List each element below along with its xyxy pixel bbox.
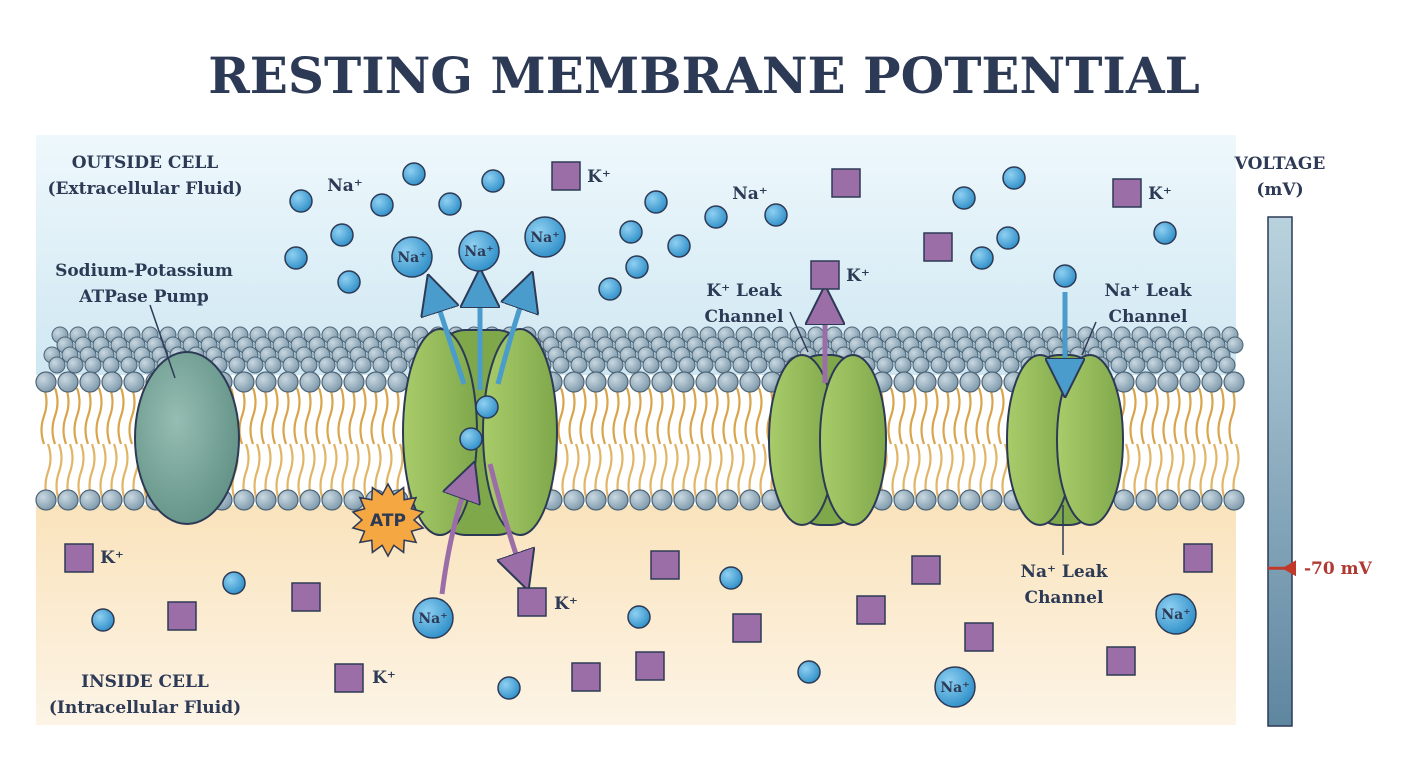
k-text-label-4: K⁺ [100, 548, 124, 568]
k-leak-leader [789, 311, 809, 353]
atp-label: ATP [370, 511, 406, 531]
na-text-label-1: Na⁺ [327, 176, 363, 196]
labeled-sodium-ions: Na⁺ Na⁺ Na⁺ Na⁺ Na⁺ Na⁺ [391, 216, 1197, 708]
sodium-ion-9 [644, 190, 668, 214]
potassium-ion-3 [1112, 178, 1142, 208]
inside-cell-sublabel: (Intracellular Fluid) [49, 698, 241, 718]
sodium-ion-15 [598, 277, 622, 301]
k-text-label-1: K⁺ [587, 167, 611, 187]
na-leak-top-leader [1081, 321, 1097, 356]
pump-protein-body [134, 351, 240, 525]
sodium-ion-24 [627, 605, 651, 629]
sodium-ion-11 [764, 203, 788, 227]
labeled-sodium-ion-text-6: Na⁺ [1161, 607, 1190, 623]
sodium-ion-26 [797, 660, 821, 684]
labeled-sodium-ion-3 [524, 216, 566, 258]
labeled-sodium-ion-text-5: Na⁺ [940, 680, 969, 696]
sodium-ion-25 [719, 566, 743, 590]
potassium-ion-4 [923, 232, 953, 262]
sodium-ion-2 [370, 193, 394, 217]
sodium-ion-16 [952, 186, 976, 210]
potassium-ion-13 [571, 662, 601, 692]
sodium-ion-4 [438, 192, 462, 216]
sodium-ion-21 [1053, 264, 1077, 288]
voltage-marker [1268, 560, 1296, 577]
k-text-label-6: K⁺ [372, 668, 396, 688]
labeled-sodium-ion-text-2: Na⁺ [464, 244, 493, 260]
inside-cell-label: INSIDE CELL [81, 672, 209, 692]
atp-starburst: ATP [351, 482, 425, 558]
potassium-ion-5 [810, 260, 840, 290]
na-text-label-2: Na⁺ [732, 184, 768, 204]
labeled-sodium-ion-text-1: Na⁺ [397, 250, 426, 266]
sodium-ion-7 [284, 246, 308, 270]
sodium-ion-17 [1002, 166, 1026, 190]
outside-cell-sublabel: (Extracellular Fluid) [47, 179, 242, 199]
voltage-label: VOLTAGE [1234, 154, 1326, 174]
k-text-label-3: K⁺ [846, 266, 870, 286]
potassium-ion-17 [1183, 543, 1213, 573]
potassium-ion-2 [831, 168, 861, 198]
sodium-ion-18 [996, 226, 1020, 250]
pump-label-line2: ATPase Pump [78, 287, 209, 307]
labeled-sodium-ion-2 [458, 230, 500, 272]
sodium-ion-22 [222, 571, 246, 595]
potassium-ion-6 [64, 543, 94, 573]
labeled-sodium-ion-4 [412, 597, 454, 639]
potassium-ion-18 [1106, 646, 1136, 676]
labeled-sodium-ion-text-4: Na⁺ [418, 611, 447, 627]
voltage-value: -70 mV [1304, 559, 1373, 579]
k-text-label-5: K⁺ [554, 594, 578, 614]
labeled-sodium-ion-5 [934, 666, 976, 708]
labeled-sodium-ion-1 [391, 236, 433, 278]
potassium-ions [64, 161, 1213, 693]
k-leak-label-line2: Channel [705, 307, 784, 327]
sodium-ion-8 [337, 270, 361, 294]
potassium-ion-16 [964, 622, 994, 652]
k-leak-label-line1: K⁺ Leak [706, 281, 782, 301]
sodium-ions [91, 162, 1177, 700]
potassium-ion-14 [856, 595, 886, 625]
sodium-ion-20 [1153, 221, 1177, 245]
na-leak-top-label-line2: Channel [1109, 307, 1188, 327]
sodium-ion-5 [481, 169, 505, 193]
sodium-ion-10 [704, 205, 728, 229]
potassium-ion-9 [517, 587, 547, 617]
sodium-ion-12 [619, 220, 643, 244]
labeled-sodium-ion-6 [1155, 593, 1197, 635]
potassium-ion-11 [732, 613, 762, 643]
sodium-ion-19 [970, 246, 994, 270]
potassium-ion-8 [291, 582, 321, 612]
potassium-ion-19 [334, 663, 364, 693]
na-leak-channel [1006, 354, 1124, 526]
na-leak-top-label-line1: Na⁺ Leak [1104, 281, 1192, 301]
pump-leader-line [149, 304, 176, 379]
sodium-ion-27 [497, 676, 521, 700]
pump-arrows [434, 288, 526, 595]
potassium-ion-15 [911, 555, 941, 585]
potassium-ion-12 [635, 651, 665, 681]
potassium-ion-1 [551, 161, 581, 191]
front-lipid-heads [35, 371, 1245, 511]
sodium-ion-6 [330, 223, 354, 247]
k-text-label-2: K⁺ [1148, 184, 1172, 204]
potassium-ion-7 [167, 601, 197, 631]
na-leak-bottom-label-line2: Channel [1025, 588, 1104, 608]
sodium-ion-1 [289, 189, 313, 213]
voltage-bar [1267, 216, 1293, 727]
page-title: RESTING MEMBRANE POTENTIAL [208, 46, 1200, 105]
pump-label-line1: Sodium-Potassium [55, 261, 233, 281]
na-leak-bottom-label-line1: Na⁺ Leak [1020, 562, 1108, 582]
voltage-unit-label: (mV) [1256, 180, 1303, 200]
labeled-sodium-ion-text-3: Na⁺ [530, 230, 559, 246]
sodium-ion-23 [91, 608, 115, 632]
k-leak-channel [768, 354, 887, 526]
sodium-ion-13 [667, 234, 691, 258]
sodium-ion-3 [402, 162, 426, 186]
outside-cell-label: OUTSIDE CELL [72, 153, 219, 173]
potassium-ion-10 [650, 550, 680, 580]
sodium-ion-14 [625, 255, 649, 279]
